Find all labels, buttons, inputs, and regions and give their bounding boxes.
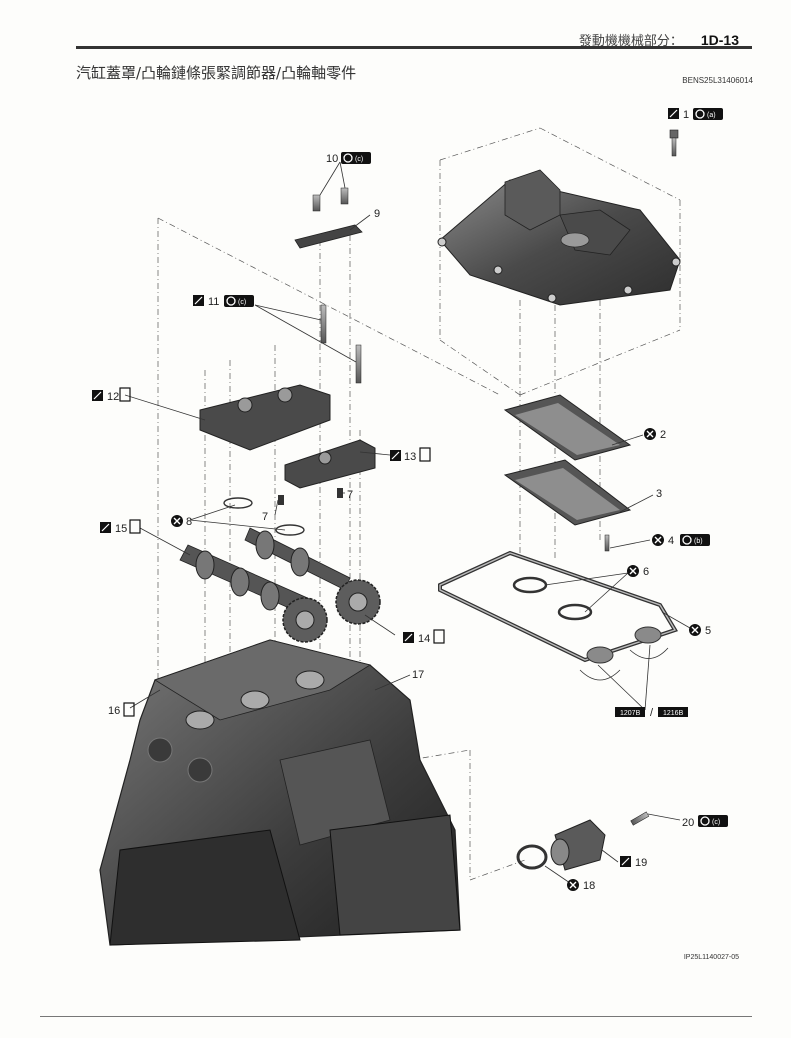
- svg-text:6: 6: [643, 566, 649, 578]
- callout-9: 9: [374, 208, 380, 220]
- header-section: 發動機機械部分： 1D-13: [579, 30, 739, 49]
- svg-text:/: /: [650, 707, 654, 719]
- svg-text:12: 12: [107, 391, 119, 403]
- svg-text:14: 14: [418, 633, 430, 645]
- svg-text:(b): (b): [694, 538, 703, 545]
- cover-gaskets: [503, 394, 632, 526]
- page-number: 1D-13: [700, 32, 739, 48]
- doc-code: BENS25L31406014: [682, 76, 753, 85]
- callout-17: 17: [412, 669, 424, 681]
- torque-icon: [693, 108, 723, 120]
- callout-3: 3: [656, 488, 662, 500]
- svg-text:16: 16: [108, 705, 120, 717]
- torque-icon: [341, 152, 371, 164]
- oil-can-icon: [123, 702, 135, 717]
- callout-11: 11 (c): [193, 295, 254, 308]
- callout-2: 2: [644, 428, 666, 441]
- svg-text:(c): (c): [355, 156, 363, 163]
- sealant-icon: [658, 707, 688, 717]
- header-rule: [76, 46, 752, 49]
- callout-6: 6: [627, 565, 649, 578]
- svg-text:2: 2: [660, 429, 666, 441]
- cam-chain-tensioner: [516, 811, 650, 871]
- svg-text:11: 11: [208, 296, 219, 308]
- sealant-icon: [615, 707, 645, 717]
- figure-code: IP25L1140027-05: [683, 954, 739, 961]
- callout-18: 18: [567, 879, 595, 892]
- svg-text:(a): (a): [707, 112, 716, 119]
- svg-text:13: 13: [404, 451, 416, 463]
- callout-12: 12: [92, 387, 131, 403]
- apply-oil-icon: [669, 109, 678, 118]
- callout-10: 10 (c): [326, 152, 371, 165]
- oil-can-icon: [433, 629, 445, 644]
- head-cover-gasket: [438, 550, 678, 681]
- leader-lines: [124, 161, 691, 884]
- oil-can-icon: [119, 387, 131, 402]
- callout-14: 14: [403, 629, 445, 645]
- torque-icon: [224, 295, 254, 307]
- callout-8: 8: [171, 515, 192, 528]
- cover-bolt: [669, 129, 679, 157]
- svg-text:20: 20: [682, 817, 694, 829]
- callout-13: 13: [390, 447, 431, 463]
- svg-text:1216B: 1216B: [663, 710, 684, 717]
- callout-19: 19: [620, 856, 647, 869]
- svg-text:19: 19: [635, 857, 647, 869]
- svg-text:1207B: 1207B: [620, 710, 641, 717]
- sealant-tags: 1207B / 1216B: [615, 707, 688, 719]
- page-title: 汽缸蓋罩/凸輪鏈條張緊調節器/凸輪軸零件: [76, 64, 357, 82]
- camshaft-journal-bolts: [320, 304, 362, 384]
- dowel-pins: [223, 488, 343, 536]
- callout-7b: 7: [347, 489, 353, 501]
- callout-7a: 7: [262, 511, 268, 523]
- svg-text:18: 18: [583, 880, 595, 892]
- gasket-bolt: [604, 534, 610, 552]
- svg-text:4: 4: [668, 535, 674, 547]
- svg-text:8: 8: [186, 516, 192, 528]
- callout-5: 5: [689, 624, 711, 637]
- section-name: 發動機機械部分：: [578, 34, 683, 49]
- callout-15: 15: [100, 519, 141, 535]
- svg-text:1: 1: [683, 109, 689, 121]
- torque-icon: [698, 815, 728, 827]
- callout-4: 4 (b): [652, 534, 710, 547]
- oil-can-icon: [419, 447, 431, 462]
- camshafts: [179, 527, 381, 643]
- callout-16: 16: [108, 702, 135, 717]
- cylinder-head: [99, 639, 461, 946]
- cam-chain-guide: [294, 187, 363, 249]
- svg-text:10: 10: [326, 153, 338, 165]
- callout-20: 20 (c): [682, 815, 728, 829]
- svg-text:(c): (c): [238, 299, 246, 306]
- torque-icon: [680, 534, 710, 546]
- footer-rule: [40, 1016, 752, 1017]
- svg-text:5: 5: [705, 625, 711, 637]
- callout-1: 1 (a): [668, 108, 723, 121]
- svg-text:15: 15: [115, 523, 127, 535]
- cylinder-head-cover: [437, 169, 681, 306]
- oil-can-icon: [129, 519, 141, 534]
- camshaft-journal-holders: [199, 384, 376, 489]
- svg-text:(c): (c): [712, 819, 720, 826]
